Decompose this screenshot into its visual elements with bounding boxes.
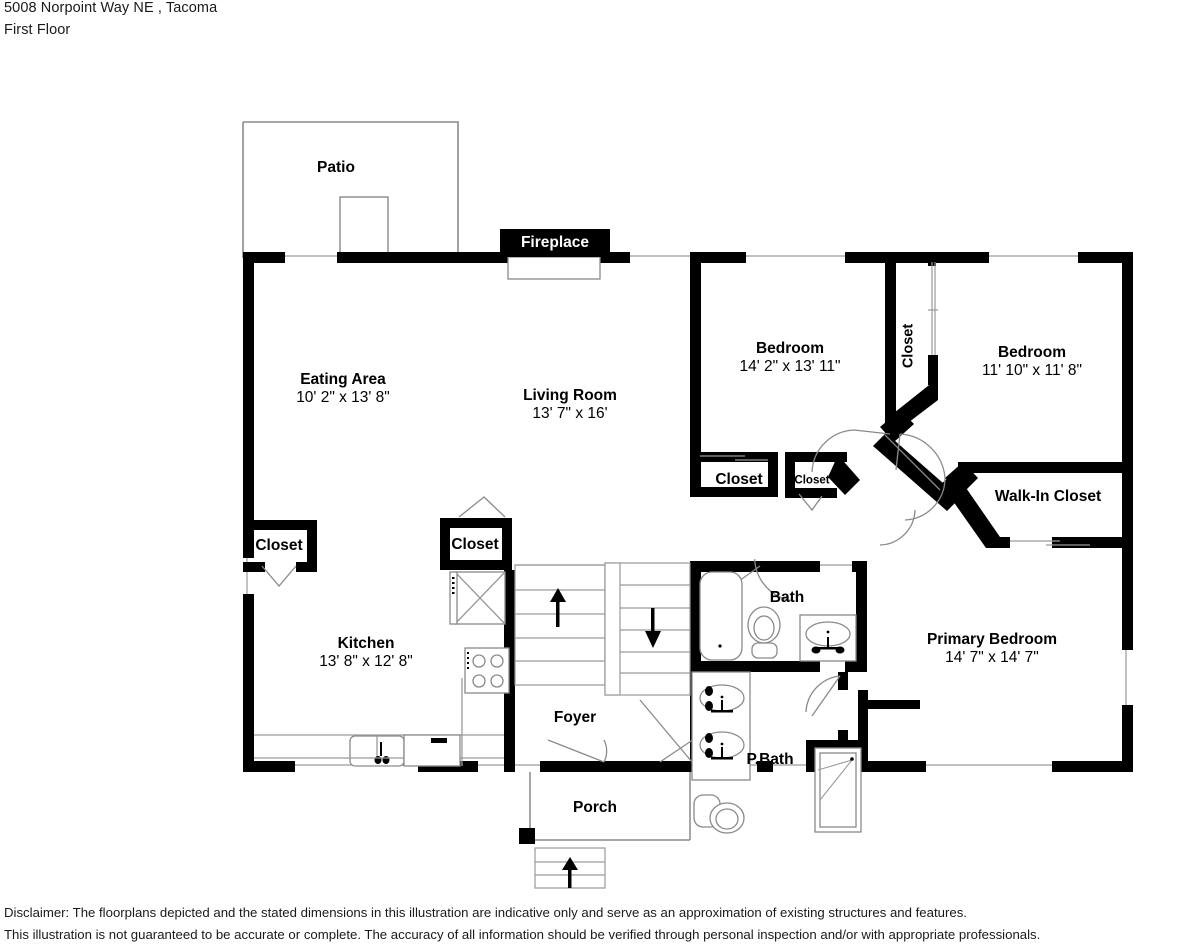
stairs-up-foyer: [514, 564, 606, 686]
stair-arrow-down: [645, 608, 661, 648]
kitchen-sink: [349, 735, 405, 767]
toilet-pbath: [693, 794, 745, 834]
fixtures: [254, 571, 862, 834]
fireplace-text: Fireplace: [520, 234, 590, 251]
disclaimer: Disclaimer: The floorplans depicted and …: [4, 902, 1186, 946]
patio-outline: [242, 121, 459, 260]
fireplace-label: Fireplace: [500, 229, 610, 257]
sink-bath: [799, 614, 857, 662]
stairs-porch-entry: [534, 847, 606, 889]
porch-stair-arrow-up: [562, 857, 578, 888]
fireplace-hearth: [507, 256, 601, 280]
stairs: [514, 562, 691, 889]
disclaimer-line-1: Disclaimer: The floorplans depicted and …: [4, 905, 967, 920]
toilet-bath: [747, 606, 781, 659]
cooktop: [464, 647, 510, 694]
refrigerator: [449, 571, 506, 625]
page-subtitle-floor: First Floor: [4, 22, 71, 38]
porch-outline: [519, 772, 691, 844]
disclaimer-line-2: This illustration is not guaranteed to b…: [4, 927, 1041, 942]
bathtub: [699, 571, 743, 661]
shower-pbath: [814, 747, 862, 833]
stairs-down-foyer: [604, 562, 691, 696]
stair-arrow-up: [550, 588, 566, 627]
page-title-address: 5008 Norpoint Way NE , Tacoma: [4, 0, 218, 16]
double-sink-pbath: [691, 671, 751, 781]
kitchen-counters: [254, 678, 504, 767]
